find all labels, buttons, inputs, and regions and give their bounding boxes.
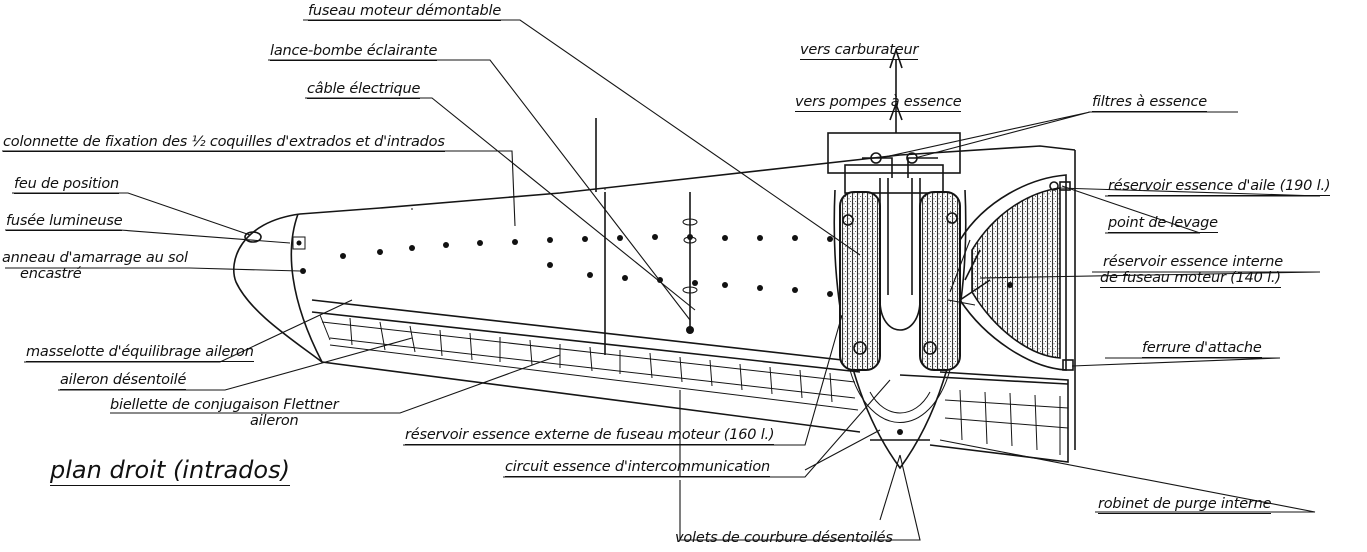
label-colonnette: colonnette de fixation des ½ coquilles d… xyxy=(3,134,445,152)
label-circuit-intercommunication: circuit essence d'intercommunication xyxy=(505,459,771,477)
label-ferrure-attache: ferrure d'attache xyxy=(1142,340,1262,358)
label-aileron-desentoile: aileron désentoilé xyxy=(60,372,187,390)
label-robinet-purge: robinet de purge interne xyxy=(1098,496,1272,514)
label-biellette-aileron: aileron xyxy=(250,413,299,429)
label-masselotte: masselotte d'équilibrage aileron xyxy=(26,344,254,362)
engine-nacelle xyxy=(827,47,967,470)
label-fuseau-moteur: fuseau moteur démontable xyxy=(308,3,502,21)
label-point-levage: point de levage xyxy=(1108,215,1218,233)
label-anneau-encastre: encastré xyxy=(20,266,82,282)
wing-fuel-tank xyxy=(959,174,1074,371)
label-fusee-lumineuse: fusée lumineuse xyxy=(6,213,123,231)
label-reservoir-interne: réservoir essence interne xyxy=(1103,254,1283,270)
electric-cable-mast xyxy=(595,118,698,334)
label-vers-carburateur: vers carburateur xyxy=(800,42,919,60)
diagram-title: plan droit (intrados) xyxy=(50,456,290,486)
label-reservoir-aile: réservoir essence d'aile (190 l.) xyxy=(1108,178,1331,196)
aileron-ribs xyxy=(319,314,1069,455)
label-anneau-amarrage: anneau d'amarrage au sol xyxy=(2,250,188,266)
label-lance-bombe: lance-bombe éclairante xyxy=(270,43,438,61)
label-feu-position: feu de position xyxy=(14,176,119,194)
label-cable-electrique: câble électrique xyxy=(307,81,421,99)
label-biellette: biellette de conjugaison Flettner xyxy=(110,397,339,413)
label-volets: volets de courbure désentoilés xyxy=(675,530,893,546)
label-reservoir-interne-capacite: de fuseau moteur (140 l.) xyxy=(1100,270,1281,288)
rivet-dots xyxy=(244,231,833,297)
label-filtres: filtres à essence xyxy=(1092,94,1208,112)
label-reservoir-externe: réservoir essence externe de fuseau mote… xyxy=(405,427,775,445)
wing-outline xyxy=(232,145,1076,463)
label-vers-pompes: vers pompes à essence xyxy=(795,94,962,112)
